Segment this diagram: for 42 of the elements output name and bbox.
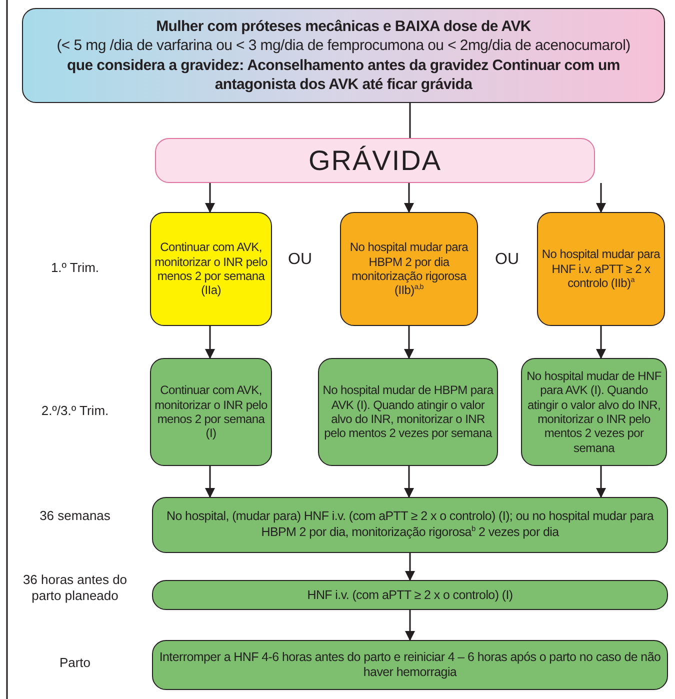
row-label: OU xyxy=(287,250,313,270)
process-box xyxy=(537,212,665,326)
arrow xyxy=(596,466,606,498)
process-box xyxy=(152,640,668,690)
process-box xyxy=(521,358,667,466)
arrow xyxy=(405,610,415,641)
node-text: que considera a gravidez: Aconselhamento antes da gravidez Continuar com um antagonista dos AVK até ficar grávida xyxy=(66,56,621,94)
node-text: No hospital mudar de HNF para AVK (I). Quando atingir o valor alvo do INR, monitorizar o INR pelo mentos 2 vezes por semana xyxy=(526,368,662,456)
process-box xyxy=(340,212,478,326)
node-text: No hospital mudar de HBPM para AVK (I). Quando atingir o valor alvo do INR, monitorizar o INR pelo mentos 2 vezes por semana xyxy=(322,383,494,441)
arrow xyxy=(205,466,215,498)
process-box xyxy=(155,138,595,183)
arrow xyxy=(404,183,414,213)
process-box xyxy=(150,358,272,466)
row-label: Parto xyxy=(58,655,92,672)
process-box xyxy=(152,580,668,610)
process-box xyxy=(152,497,668,553)
node-text: Mulher com próteses mecânicas e BAIXA dose de AVK xyxy=(156,16,531,36)
process-box xyxy=(318,358,498,466)
node-text: No hospital mudar para HBPM 2 por dia monitorização rigorosa (IIb)$^{a,b}$ xyxy=(348,240,470,298)
node-text: No hospital, (mudar para) HNF i.v. (com aPTT ≥ 2 x o controlo) (I); ou no hospital mudar para HBPM 2 por dia, monitorização rigorosa$^{b}$ 2 vezes por dia xyxy=(165,509,655,541)
arrow xyxy=(205,183,215,213)
arrow xyxy=(404,466,414,498)
arrow xyxy=(405,553,415,581)
arrow xyxy=(205,326,215,359)
row-label: 36 horas antes do parto planeado xyxy=(22,572,128,604)
arrow xyxy=(596,326,606,359)
row-label: OU xyxy=(494,250,520,270)
arrow xyxy=(596,183,606,213)
process-box xyxy=(150,212,272,326)
node-text: HNF i.v. (com aPTT ≥ 2 x o controlo) (I) xyxy=(307,588,513,602)
node-text: Continuar com AVK, monitorizar o INR pelo menos 2 por semana (IIa) xyxy=(154,240,268,298)
node-text: (< 5 mg /dia de varfarina ou < 3 mg/dia de femprocumona ou < 2mg/dia de acenocumarol) xyxy=(56,36,630,56)
arrow xyxy=(404,326,414,359)
process-box xyxy=(22,8,665,103)
node-text: GRÁVIDA xyxy=(308,144,442,178)
row-label: 1.º Trim. xyxy=(50,260,100,276)
node-text: Continuar com AVK, monitorizar o INR pelo menos 2 por semana (I) xyxy=(154,383,268,441)
node-text: Interromper a HNF 4-6 horas antes do parto e reiniciar 4 – 6 horas após o parto no caso de não haver hemorragia xyxy=(158,650,662,680)
row-label: 36 semanas xyxy=(38,508,112,524)
row-label: 2.º/3.º Trim. xyxy=(40,403,110,420)
node-text: No hospital mudar para HNF i.v. aPTT ≥ 2 x controlo (IIb)$^{a}$ xyxy=(541,247,661,291)
